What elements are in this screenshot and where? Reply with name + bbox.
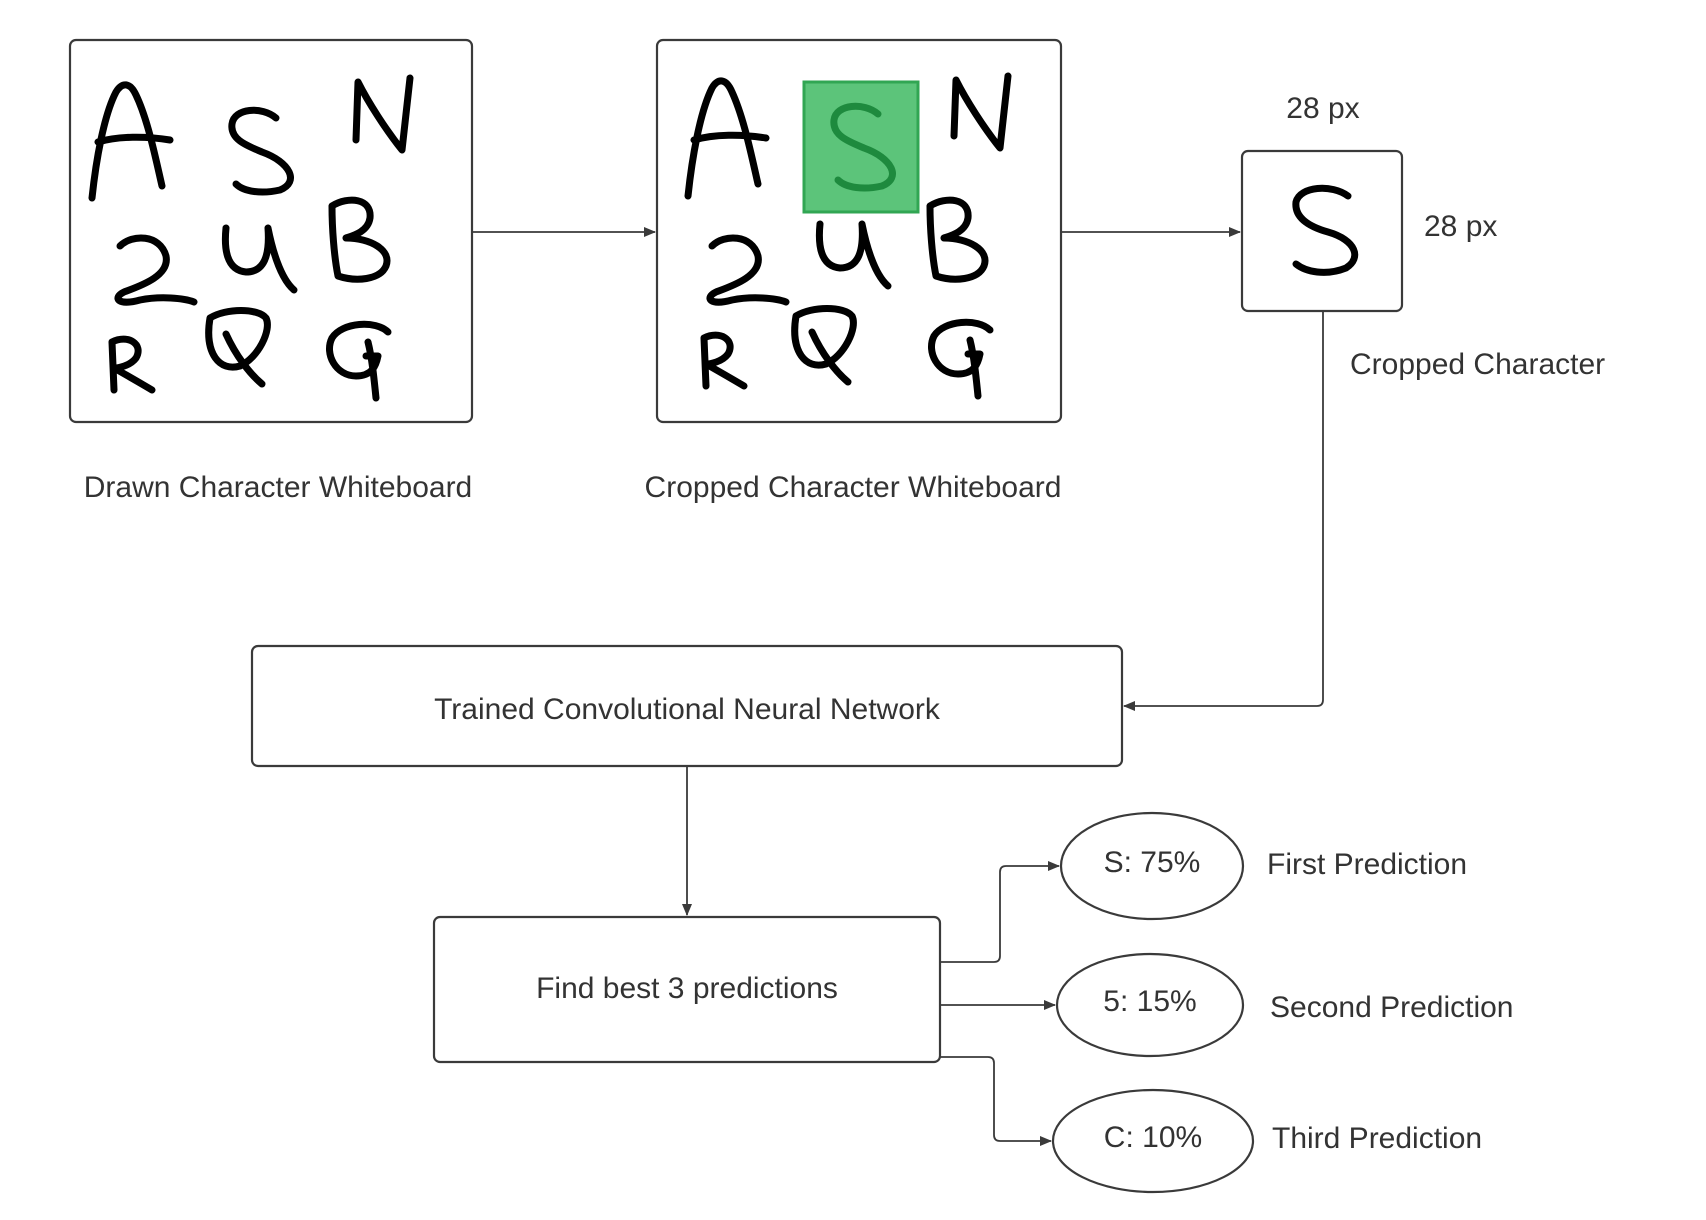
prediction-value: C: 10% (1104, 1121, 1202, 1154)
cnn-label: Trained Convolutional Neural Network (434, 693, 941, 726)
handwritten-g (326, 320, 392, 402)
prediction-2: 5: 15% Second Prediction (1055, 952, 1514, 1058)
cropped-character-s (1292, 184, 1359, 276)
drawn-whiteboard: Drawn Character Whiteboard (68, 38, 474, 504)
handwritten-u (815, 220, 892, 290)
prediction-label: First Prediction (1267, 848, 1467, 881)
handwritten-n (352, 74, 414, 154)
cnn-node: Trained Convolutional Neural Network (250, 644, 1124, 768)
handwritten-2 (114, 234, 198, 306)
height-label: 28 px (1424, 210, 1497, 243)
handwritten-r (108, 335, 156, 394)
handwritten-q (791, 305, 857, 386)
handwritten-2 (706, 234, 790, 306)
find-best-box (432, 915, 942, 1064)
arrow-to-prediction-3 (940, 1056, 1052, 1146)
prediction-label: Third Prediction (1272, 1122, 1482, 1155)
arrow-character-to-cnn (1123, 311, 1324, 711)
handwritten-q (205, 307, 271, 388)
handwritten-s-highlighted (830, 102, 896, 192)
cropped-whiteboard-caption: Cropped Character Whiteboard (645, 471, 1062, 504)
handwritten-a (684, 77, 770, 200)
prediction-label: Second Prediction (1270, 991, 1514, 1024)
prediction-ellipse (1055, 952, 1245, 1058)
handwritten-s (228, 106, 294, 196)
prediction-value: S: 75% (1104, 846, 1201, 879)
cropped-character: 28 px 28 px Cropped Character (1240, 92, 1605, 381)
prediction-ellipse (1059, 811, 1245, 921)
find-best-label: Find best 3 predictions (536, 972, 838, 1005)
prediction-1: S: 75% First Prediction (1059, 811, 1467, 921)
handwritten-n (950, 72, 1012, 152)
prediction-ellipse (1051, 1088, 1255, 1194)
handwritten-r (700, 331, 748, 390)
handwritten-b (926, 196, 989, 283)
handwritten-u (221, 224, 298, 294)
cropped-characters (684, 72, 1012, 400)
handwritten-b (328, 196, 391, 283)
arrow-to-prediction-1 (940, 861, 1060, 963)
connectors (472, 227, 1324, 1146)
prediction-value: 5: 15% (1103, 985, 1196, 1018)
cropped-whiteboard: Cropped Character Whiteboard (645, 38, 1063, 504)
handwritten-a (88, 81, 174, 202)
drawn-whiteboard-caption: Drawn Character Whiteboard (84, 471, 473, 504)
width-label: 28 px (1286, 92, 1359, 125)
handwritten-g (928, 318, 994, 400)
prediction-3: C: 10% Third Prediction (1051, 1088, 1482, 1194)
cropped-character-caption: Cropped Character (1350, 348, 1605, 381)
find-best-node: Find best 3 predictions (432, 915, 942, 1064)
drawn-characters (88, 74, 414, 402)
